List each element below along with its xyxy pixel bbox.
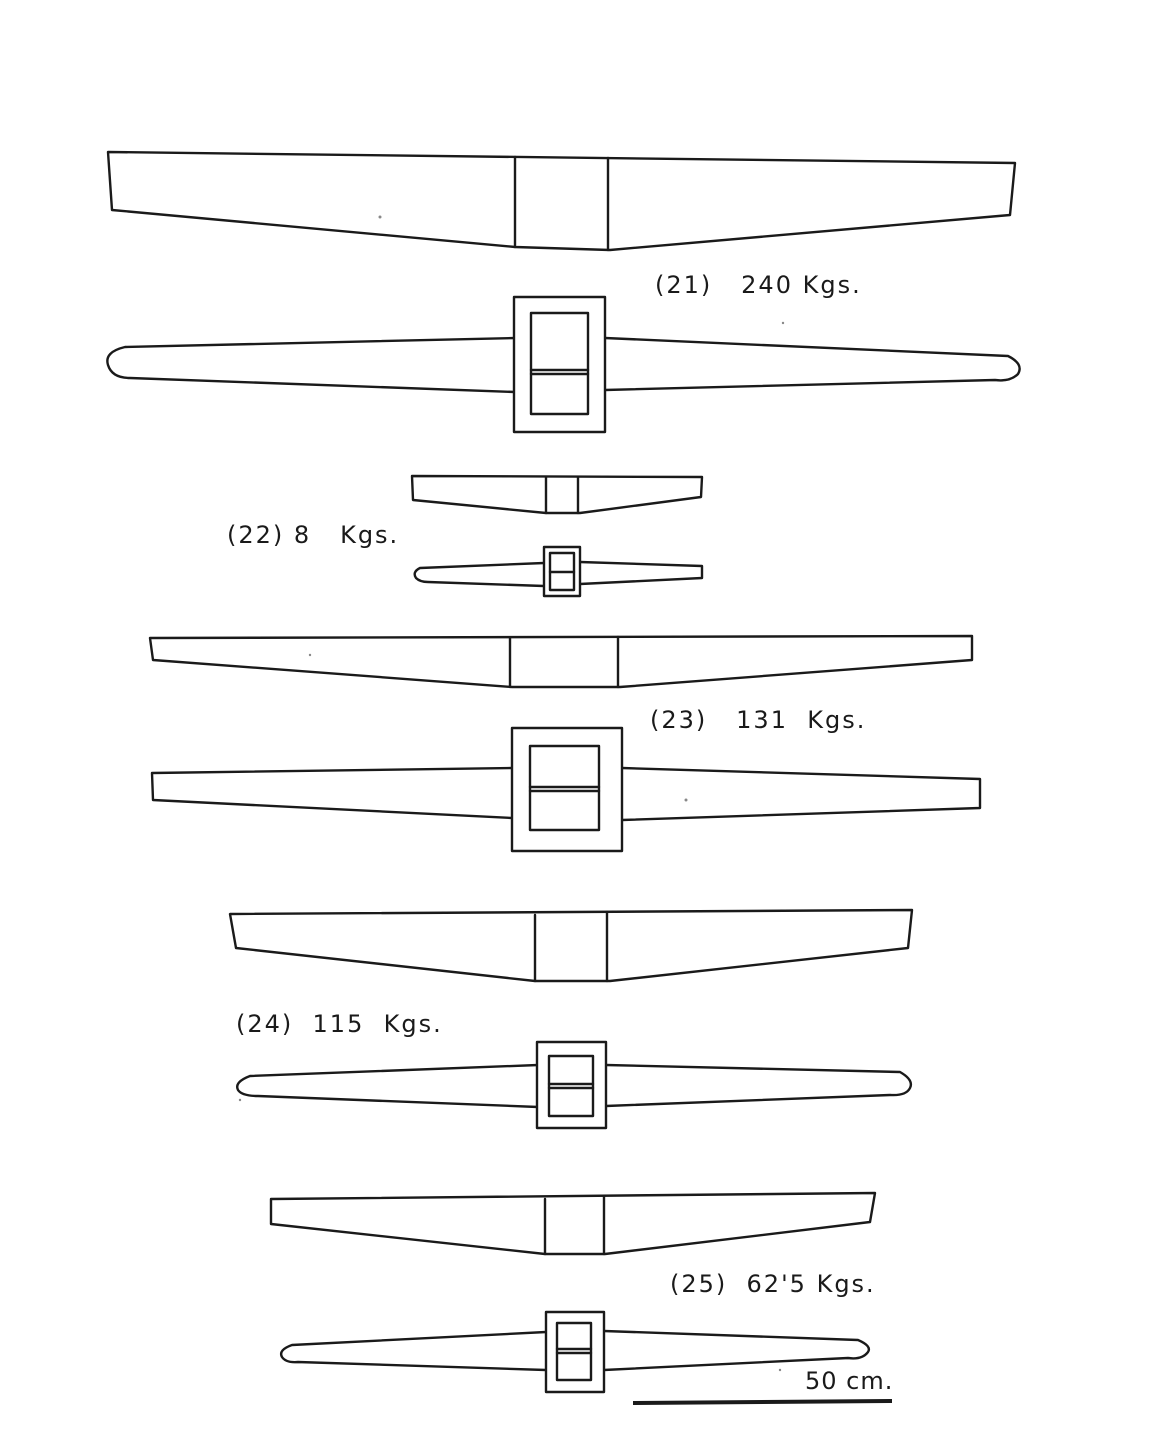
item-21-unit: Kgs.: [802, 271, 862, 299]
item-25-label: (25) 62'5 Kgs.: [670, 1270, 876, 1298]
item-22-number: (22): [227, 521, 285, 549]
item-23-unit: Kgs.: [807, 706, 867, 734]
item-21-label: (21) 240 Kgs.: [655, 271, 862, 299]
item-24-weight: 115: [312, 1010, 365, 1038]
item-24-front-view: [236, 1040, 913, 1130]
item-24-label: (24) 115 Kgs.: [236, 1010, 443, 1038]
item-23-front-view: [150, 726, 982, 853]
item-25-top-view: [269, 1191, 877, 1256]
item-21-top-view: [106, 150, 1017, 252]
item-23-top-view: [148, 634, 974, 689]
item-23-label: (23) 131 Kgs.: [650, 706, 866, 734]
scale-bar-line: [632, 1399, 893, 1405]
item-24-top-view: [228, 908, 914, 983]
item-25-weight: 62'5: [746, 1270, 807, 1298]
item-25-unit: Kgs.: [816, 1270, 876, 1298]
item-24-number: (24): [236, 1010, 294, 1038]
item-22-label: (22) 8 Kgs.: [227, 521, 399, 549]
item-24-unit: Kgs.: [383, 1010, 443, 1038]
item-22-top-view: [410, 474, 704, 515]
item-23-number: (23): [650, 706, 708, 734]
item-21-weight: 240: [741, 271, 793, 299]
item-25-number: (25): [670, 1270, 728, 1298]
item-21-number: (21): [655, 271, 713, 299]
item-21-front-view: [106, 295, 1021, 434]
item-22-weight: 8: [293, 521, 312, 549]
scale-bar-label: 50 cm.: [805, 1367, 894, 1395]
item-25-front-view: [279, 1310, 871, 1394]
item-23-weight: 131: [736, 706, 788, 734]
item-22-front-view: [413, 545, 704, 598]
item-22-unit: Kgs.: [340, 521, 400, 549]
